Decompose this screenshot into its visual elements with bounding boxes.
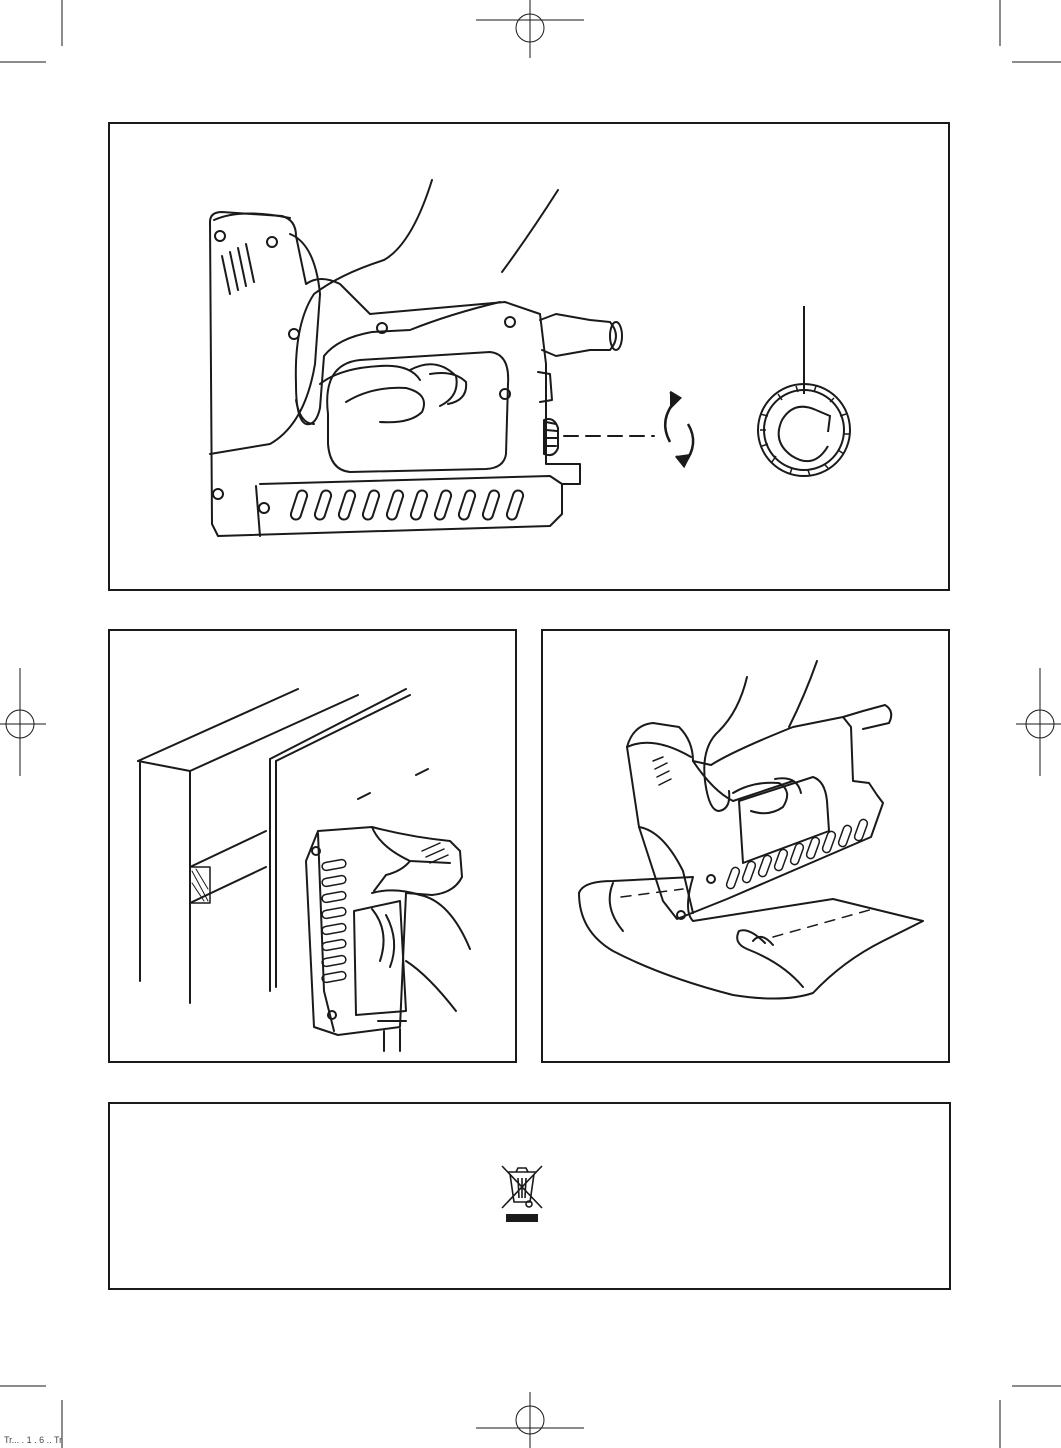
illustration-panel-depth-adjust [108,122,950,591]
disposal-panel [108,1102,951,1290]
stapling-vertical-panel-illustration [110,631,515,1061]
rotate-arrows-icon [665,392,693,466]
print-slug: Tr... . 1 . 6 .. Tr [4,1436,62,1445]
crossed-out-wheelie-bin-icon [496,1160,548,1228]
illustration-panel-vertical-surface [108,629,517,1063]
depth-adjustment-dial-icon [758,306,850,476]
illustration-panel-upholstery [541,629,950,1063]
stapling-upholstery-illustration [543,631,948,1061]
stapler-depth-adjust-illustration [110,124,948,589]
